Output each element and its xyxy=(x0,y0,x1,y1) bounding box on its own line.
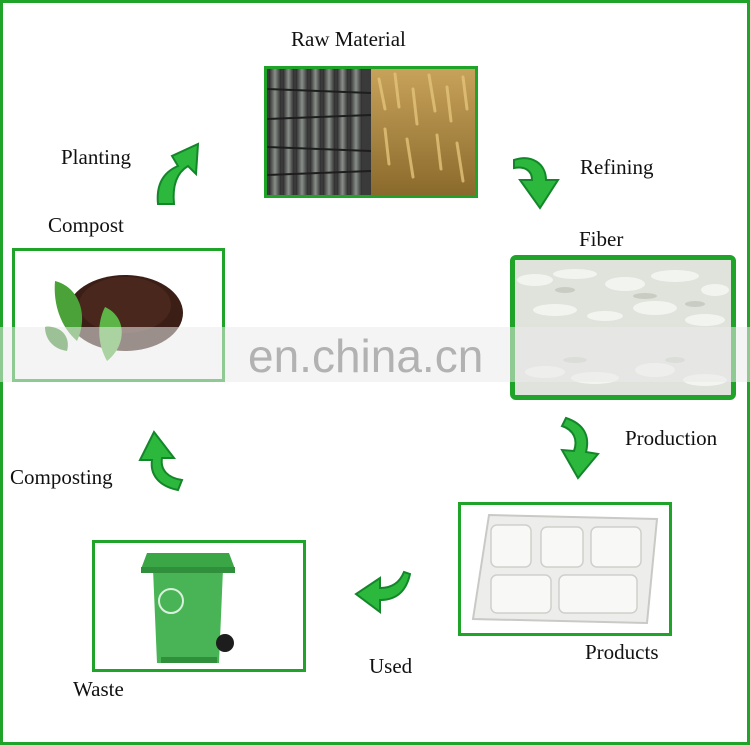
label-compost: Compost xyxy=(48,213,124,237)
products-image xyxy=(458,502,672,636)
label-production: Production xyxy=(625,426,718,450)
curved-arrow-used-icon xyxy=(354,570,412,614)
raw-material-image xyxy=(264,66,478,198)
label-fiber: Fiber xyxy=(579,227,624,251)
watermark-band xyxy=(0,327,750,382)
label-composting: Composting xyxy=(10,465,113,489)
curved-arrow-production-icon xyxy=(560,416,600,480)
label-raw-material: Raw Material xyxy=(291,27,406,51)
label-products: Products xyxy=(585,640,659,664)
label-planting: Planting xyxy=(61,145,132,169)
waste-image xyxy=(92,540,306,672)
label-waste: Waste xyxy=(73,677,124,701)
watermark-text: en.china.cn xyxy=(248,330,484,382)
label-used: Used xyxy=(369,654,413,678)
compartment-tray-photo-icon xyxy=(461,505,669,633)
curved-arrow-planting-icon xyxy=(156,142,200,205)
label-refining: Refining xyxy=(580,155,654,179)
curved-arrow-refining-icon xyxy=(513,157,560,210)
curved-arrow-composting-icon xyxy=(138,430,184,492)
green-wheelie-bin-photo-icon xyxy=(95,543,303,669)
sugarcane-wheat-photo-icon xyxy=(267,69,475,195)
